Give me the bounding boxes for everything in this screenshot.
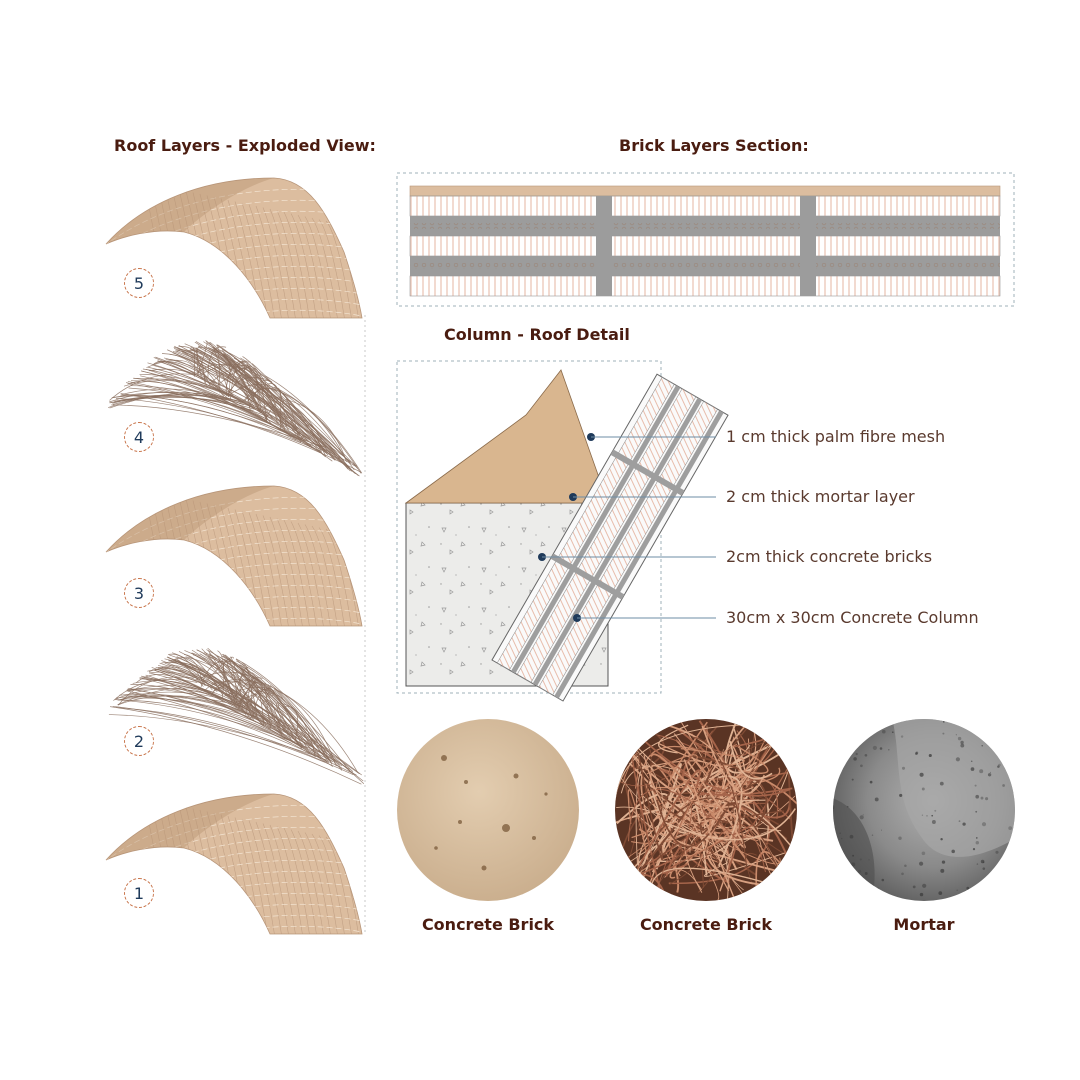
column-roof-detail xyxy=(396,360,729,702)
separator-line xyxy=(364,315,366,935)
column-roof-heading: Column - Roof Detail xyxy=(444,325,630,344)
swatch-caption-palm-fibre: Concrete Brick xyxy=(639,915,773,934)
layer-number-badge: 2 xyxy=(124,726,154,756)
wedge-infill xyxy=(404,369,609,504)
mortar-joint xyxy=(596,196,612,296)
roof-layer-4 xyxy=(107,340,363,477)
roof-layer-5 xyxy=(105,177,363,319)
top-plaster-layer xyxy=(409,185,1001,197)
roof-layers-heading: Roof Layers - Exploded View: xyxy=(114,136,376,155)
brick-course xyxy=(409,195,1001,217)
layer-number-badge: 5 xyxy=(124,268,154,298)
swatch-caption-concrete-brick: Concrete Brick xyxy=(421,915,555,934)
swatch-caption-mortar: Mortar xyxy=(893,915,955,934)
fibre-mesh-band xyxy=(410,223,1000,229)
roof-layer-2 xyxy=(108,647,365,785)
swatch-palm-fibre xyxy=(615,719,797,901)
brick-course xyxy=(409,275,1001,297)
callout-label-mortar: 2 cm thick mortar layer xyxy=(726,487,915,506)
brick-layers-section xyxy=(396,172,1015,307)
roof-layer-1 xyxy=(105,793,363,935)
layer-number-badge: 3 xyxy=(124,578,154,608)
roof-layer-3 xyxy=(105,485,363,627)
section-frame xyxy=(396,172,1015,307)
fibre-mesh-band xyxy=(410,263,1000,269)
brick-layers-heading: Brick Layers Section: xyxy=(619,136,809,155)
diagonal-roof-assembly xyxy=(491,373,729,702)
layer-number-badge: 1 xyxy=(124,878,154,908)
layer-number-badge: 4 xyxy=(124,422,154,452)
callout-leaders xyxy=(542,436,716,619)
mortar-joint xyxy=(800,196,816,296)
callout-label-column: 30cm x 30cm Concrete Column xyxy=(726,608,979,627)
callout-label-bricks: 2cm thick concrete bricks xyxy=(726,547,933,566)
detail-frame xyxy=(396,360,662,694)
swatch-mortar xyxy=(833,719,1015,901)
brick-course xyxy=(409,235,1001,257)
swatch-concrete-brick xyxy=(397,719,579,901)
callout-label-fibre: 1 cm thick palm fibre mesh xyxy=(726,427,946,446)
